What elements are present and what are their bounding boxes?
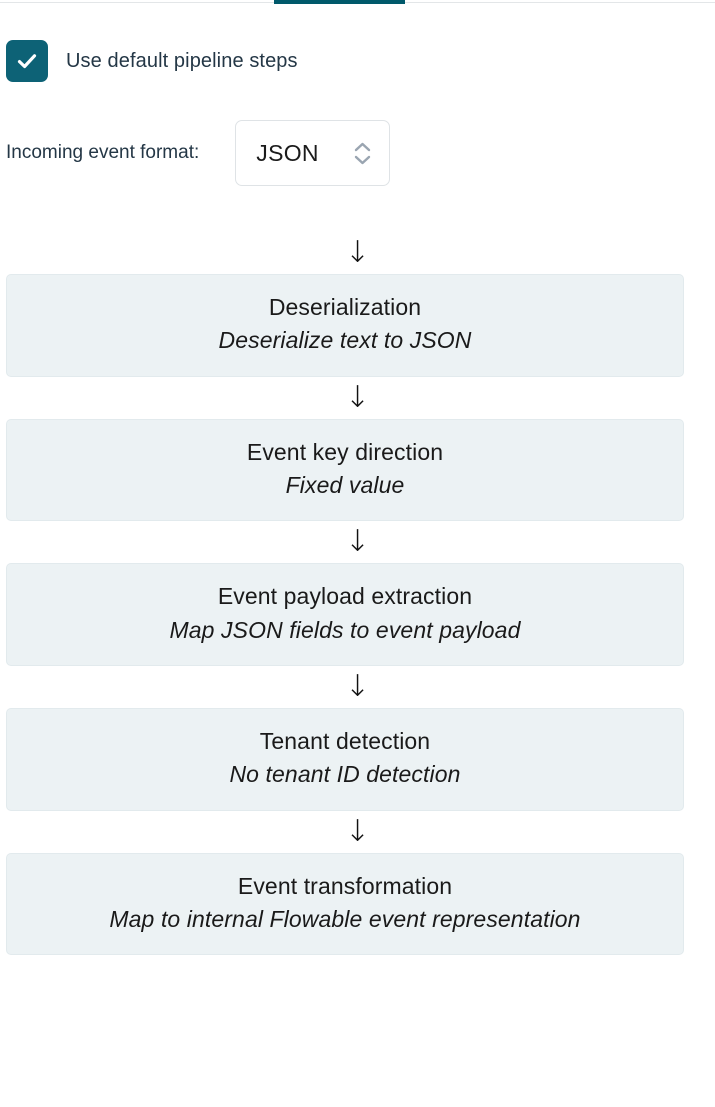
check-icon (15, 49, 39, 73)
pipeline-step-subtitle: Fixed value (285, 472, 405, 499)
active-tab-indicator[interactable] (274, 0, 405, 4)
use-default-pipeline-steps-label: Use default pipeline steps (66, 49, 298, 72)
flow-arrow-icon: ↓ (344, 524, 371, 560)
flow-arrow-icon: ↓ (344, 669, 371, 705)
tab-strip (0, 0, 715, 4)
pipeline-step-title: Deserialization (268, 294, 422, 320)
flow-arrow-icon: ↓ (344, 813, 371, 849)
incoming-event-format-value: JSON (256, 139, 319, 166)
pipeline-step-event-payload-extraction[interactable]: Event payload extraction Map JSON fields… (6, 563, 684, 667)
pipeline-step-event-transformation[interactable]: Event transformation Map to internal Flo… (6, 852, 684, 956)
chevron-down-icon[interactable] (354, 155, 371, 165)
incoming-event-format-select[interactable]: JSON (235, 120, 391, 186)
use-default-pipeline-steps-checkbox[interactable] (6, 40, 48, 82)
incoming-event-format-row: Incoming event format: JSON (0, 120, 715, 186)
pipeline-step-deserialization[interactable]: Deserialization Deserialize text to JSON (6, 274, 684, 377)
pipeline-step-subtitle: No tenant ID detection (229, 761, 461, 788)
pipeline-step-title: Tenant detection (259, 728, 431, 755)
select-stepper[interactable] (354, 142, 371, 165)
pipeline-step-event-key-direction[interactable]: Event key direction Fixed value (6, 418, 684, 522)
incoming-event-format-label: Incoming event format: (6, 142, 200, 163)
pipeline-step-subtitle: Map to internal Flowable event represent… (109, 906, 581, 933)
flow-arrow-icon: ↓ (344, 379, 371, 415)
use-default-pipeline-steps-row[interactable]: Use default pipeline steps (0, 40, 715, 82)
flow-arrow-icon: ↓ (344, 235, 371, 270)
pipeline-steps-diagram: ↓ Deserialization Deserialize text to JS… (0, 232, 715, 956)
pipeline-step-subtitle: Map JSON fields to event payload (169, 616, 521, 643)
pipeline-step-title: Event key direction (246, 438, 444, 465)
pipeline-step-subtitle: Deserialize text to JSON (218, 327, 472, 354)
pipeline-step-title: Event transformation (237, 872, 453, 899)
pipeline-step-tenant-detection[interactable]: Tenant detection No tenant ID detection (6, 708, 684, 811)
chevron-up-icon[interactable] (354, 142, 371, 152)
pipeline-step-title: Event payload extraction (217, 583, 473, 610)
